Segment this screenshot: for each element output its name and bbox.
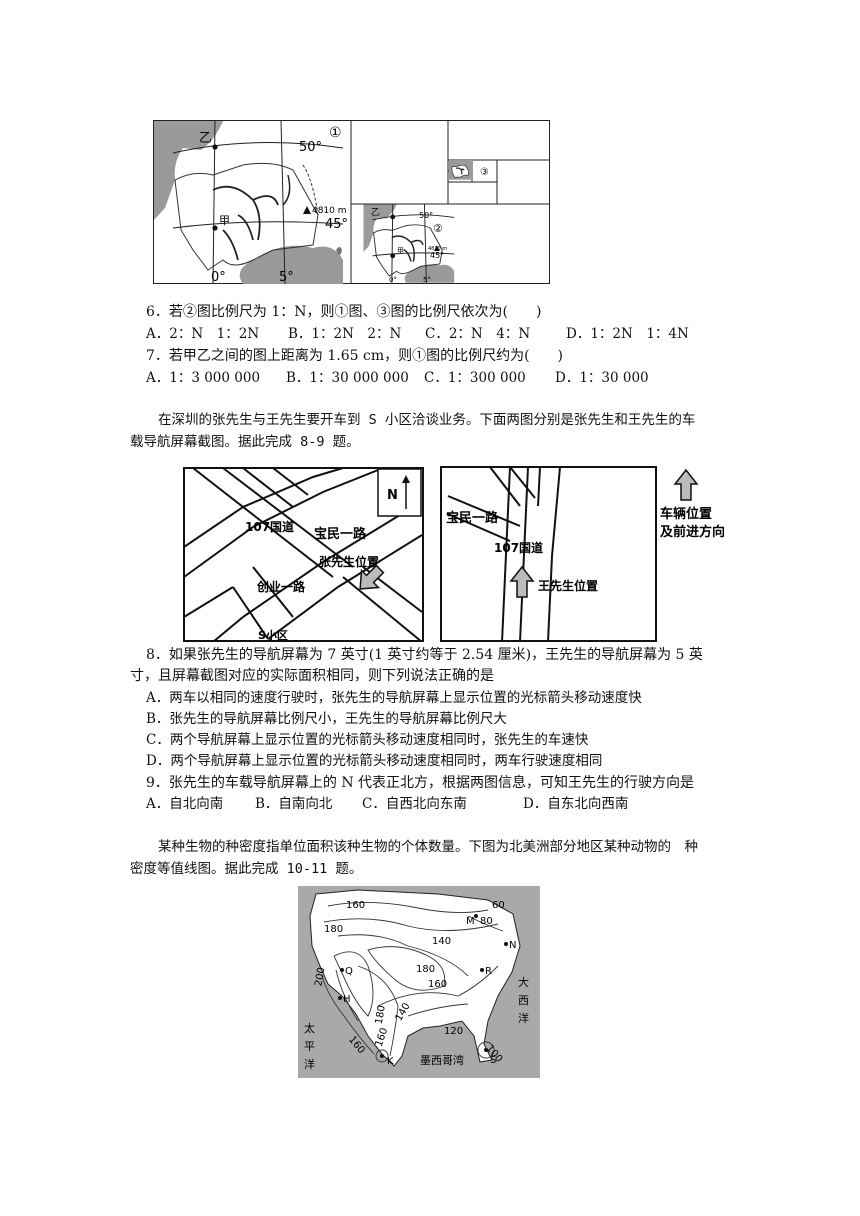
scale-maps-svg: 乙 甲 ① 50° 45° 0° 5° 4810 m 乙 甲 ② 50° 45°…: [153, 119, 550, 285]
legend-line-2: 及前进方向: [660, 524, 725, 540]
label-jia: 甲: [219, 214, 230, 227]
label-peak: 4810 m: [312, 206, 347, 216]
zhang-car-arrow-icon: [359, 564, 385, 590]
iso-label-160a: 160: [346, 900, 365, 911]
pacific-label-2: 平: [304, 1040, 315, 1053]
label-road-107-2: 107国道: [494, 540, 543, 555]
point-M: M: [466, 916, 475, 927]
iso-label-180b: 180: [416, 964, 435, 975]
point-H: H: [343, 994, 351, 1005]
q9-option-b[interactable]: B．自南向北: [255, 796, 333, 812]
legend-vehicle-icon: [673, 468, 699, 501]
label-s-community: S小区: [258, 628, 288, 642]
q6-option-d[interactable]: D．1：2N 1：4N: [566, 326, 689, 342]
iso-label-200: 200: [313, 966, 327, 987]
point-S: S: [490, 1055, 496, 1066]
nav-screen-zhang: N 107国道 宝民一路 张先生位置 创业一路 S小区: [183, 467, 424, 643]
nav-screen-zhang-svg: N 107国道 宝民一路 张先生位置 创业一路 S小区: [183, 467, 424, 643]
label-yi: 乙: [199, 131, 212, 146]
q8-stem-line1: 8．如果张先生的导航屏幕为 7 英寸(1 英寸约等于 2.54 厘米)，王先生的…: [146, 647, 703, 663]
map2-label-yi: 乙: [371, 207, 380, 218]
legend-line-1: 车辆位置: [660, 506, 712, 522]
map-3: [449, 160, 473, 180]
label-baomin-road: 宝民一路: [314, 526, 367, 542]
q8-option-c[interactable]: C．两个导航屏幕上显示位置的光标箭头移动速度相同时，张先生的车速快: [146, 732, 589, 748]
label-circle-3: ③: [480, 167, 489, 178]
q9-option-c[interactable]: C．自西北向东南: [362, 796, 467, 812]
point-Q: Q: [345, 966, 353, 977]
gulf-of-mexico-label: 墨西哥湾: [420, 1053, 464, 1067]
atlantic-label-2: 西: [518, 994, 529, 1007]
iso-label-80: 80: [480, 916, 493, 927]
iso-label-180a: 180: [324, 924, 343, 935]
density-isoline-map: 160 60 M 80 180 140 N 200 Q 180 R 160 H …: [298, 886, 540, 1078]
iso-label-120: 120: [444, 1026, 463, 1037]
point-R: R: [485, 966, 492, 977]
q6-option-a[interactable]: A．2：N 1：2N: [146, 326, 260, 342]
q6-option-b[interactable]: B．1：2N 2：N: [288, 326, 402, 342]
nav-screen-wang: 宝民一路 107国道 王先生位置 车辆位置 及前进方向: [440, 466, 738, 643]
intro-8-9-line2: 载导航屏幕截图。据此完成 8-9 题。: [130, 434, 360, 450]
iso-label-60: 60: [492, 900, 505, 911]
q8-option-a[interactable]: A．两车以相同的速度行驶时，张先生的导航屏幕上显示位置的光标箭头移动速度快: [146, 690, 642, 706]
label-road-107: 107国道: [245, 519, 294, 534]
q6-stem: 6．若②图比例尺为 1：N，则①图、③图的比例尺依次为( ): [146, 304, 542, 320]
intro-8-9-line1: 在深圳的张先生与王先生要开车到 S 小区洽谈业务。下面两图分别是张先生和王先生的…: [158, 412, 696, 428]
point-K: K: [387, 1056, 394, 1067]
atlantic-label-1: 大: [518, 975, 529, 989]
label-lat50: 50°: [299, 140, 322, 155]
label-circle-2: ②: [433, 222, 443, 235]
label-wang-position: 王先生位置: [538, 578, 598, 593]
q9-stem: 9．张先生的车载导航屏幕上的 N 代表正北方，根据两图信息，可知王先生的行驶方向…: [146, 775, 695, 791]
scale-maps-figure: 乙 甲 ① 50° 45° 0° 5° 4810 m 乙 甲 ② 50° 45°…: [153, 119, 551, 286]
q7-option-a[interactable]: A．1：3 000 000: [146, 370, 261, 386]
iso-label-140a: 140: [432, 936, 451, 947]
map2-label-lon5: 5°: [423, 276, 431, 284]
intro-10-11-line2: 密度等值线图。据此完成 10-11 题。: [130, 861, 363, 877]
q7-option-d[interactable]: D．1：30 000: [555, 370, 649, 386]
intro-10-11-line1: 某种生物的种密度指单位面积该种生物的个体数量。下图为北美洲部分地区某种动物的 种: [158, 839, 698, 855]
wang-car-arrow-icon: [509, 565, 535, 598]
label-zhang-position: 张先生位置: [319, 554, 379, 569]
label-lon0: 0°: [211, 270, 226, 285]
map2-label-lon0: 0°: [389, 276, 397, 284]
q9-option-a[interactable]: A．自北向南: [146, 796, 224, 812]
q8-stem-line2: 寸，且屏幕截图对应的实际面积相同，则下列说法正确的是: [130, 668, 494, 684]
q7-option-b[interactable]: B．1：30 000 000: [286, 370, 409, 386]
label-lat45: 45°: [325, 217, 348, 232]
map2-label-peak: 4810 m: [428, 246, 447, 252]
density-isoline-svg: 160 60 M 80 180 140 N 200 Q 180 R 160 H …: [298, 886, 540, 1078]
q8-option-d[interactable]: D．两个导航屏幕上显示位置的光标箭头移动速度相同时，两车行驶速度相同: [146, 753, 603, 769]
nav-screen-wang-svg: 宝民一路 107国道 王先生位置 车辆位置 及前进方向: [440, 466, 725, 643]
q7-stem: 7．若甲乙之间的图上距离为 1.65 cm，则①图的比例尺约为( ): [146, 348, 564, 364]
north-indicator: N: [387, 488, 398, 503]
point-N: N: [509, 940, 516, 951]
map-1: 乙 甲 ① 50° 45° 0° 5° 4810 m: [154, 119, 348, 285]
q6-option-c[interactable]: C．2：N 4：N: [425, 326, 531, 342]
map2-label-lat50: 50°: [419, 211, 433, 220]
label-circle-1: ①: [329, 125, 342, 141]
atlantic-label-3: 洋: [518, 1011, 529, 1025]
label-lon5: 5°: [279, 270, 294, 285]
map2-label-jia: 甲: [397, 247, 404, 255]
label-chuangye-road: 创业一路: [256, 579, 306, 594]
q8-option-b[interactable]: B．张先生的导航屏幕比例尺小，王先生的导航屏幕比例尺大: [146, 711, 507, 727]
map-2: [363, 203, 455, 283]
label-baomin-road-2: 宝民一路: [446, 510, 499, 526]
q7-option-c[interactable]: C．1：300 000: [424, 370, 526, 386]
iso-label-160b: 160: [428, 979, 447, 990]
iso-label-180c: 180: [374, 1004, 388, 1025]
q9-option-d[interactable]: D．自东北向西南: [523, 796, 629, 812]
pacific-label-3: 洋: [304, 1057, 315, 1071]
map2-label-lat45: 45°: [430, 251, 444, 260]
pacific-label-1: 太: [304, 1022, 315, 1035]
